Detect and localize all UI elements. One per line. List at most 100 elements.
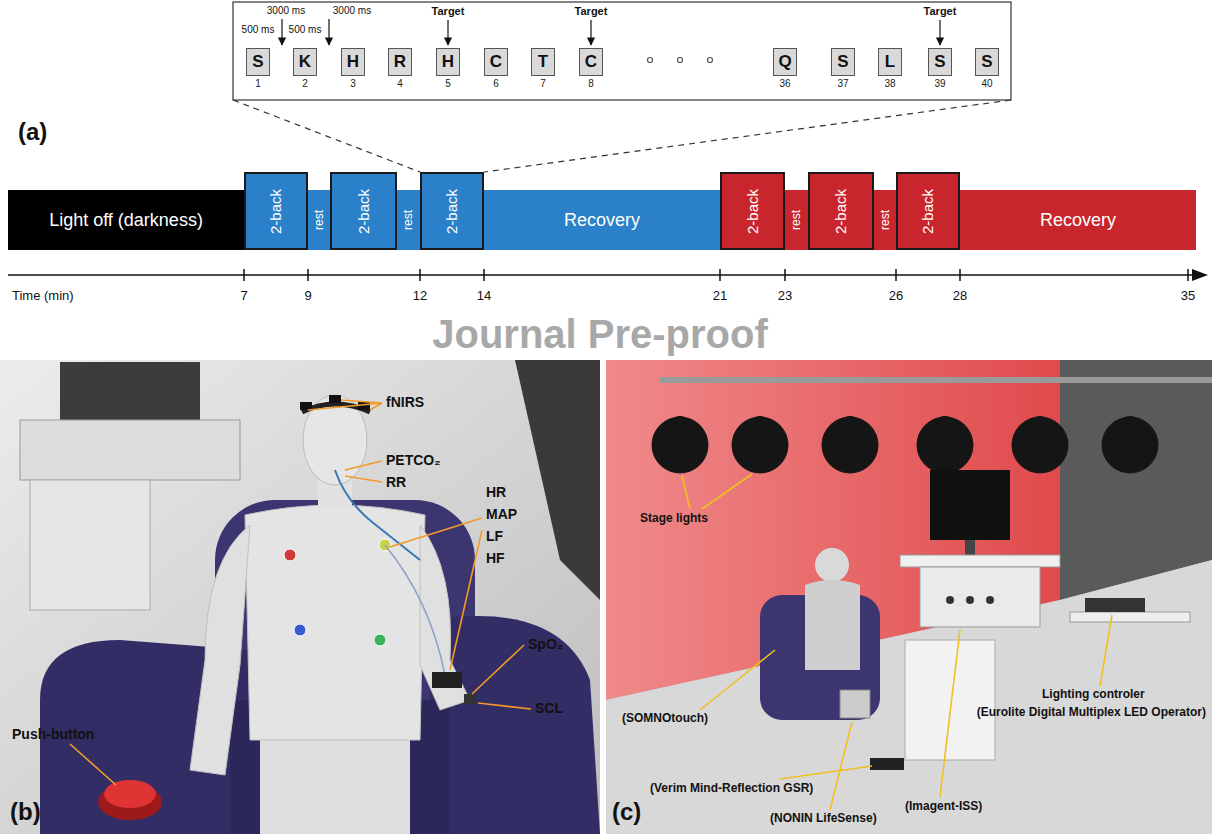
- stimulus-letter-box: C8: [579, 48, 603, 76]
- participant-illustration: [190, 525, 250, 775]
- phase-label: Recovery: [564, 210, 640, 231]
- room-illustration: [652, 417, 1158, 473]
- room-illustration: [660, 377, 1212, 383]
- stimulus-letter: R: [394, 52, 406, 72]
- device-label: Stage lights: [640, 512, 708, 526]
- room-illustration: [606, 360, 1212, 834]
- stimulus-letter-box: T7: [531, 48, 555, 76]
- device-label: Lighting controler: [1042, 688, 1145, 702]
- phase-label: Light off (darkness): [49, 210, 203, 231]
- timing-arrow: [281, 19, 282, 45]
- stimulus-letter: L: [885, 52, 895, 72]
- device-label: (Eurolite Digital Multiplex LED Operator…: [977, 706, 1206, 720]
- trial-number: 36: [779, 78, 790, 89]
- leader-line: [830, 722, 852, 810]
- tick-label: 14: [477, 289, 491, 304]
- watermark: Journal Pre-proof: [432, 314, 768, 354]
- sensor-label: LF: [486, 528, 503, 544]
- tick-label: 35: [1181, 289, 1195, 304]
- ellipsis-dots: [648, 58, 653, 63]
- leader-line: [450, 530, 482, 670]
- target-arrow: [590, 20, 591, 45]
- task-label: 2-back: [744, 188, 761, 233]
- sensor-label: RR: [386, 474, 406, 490]
- device-label: (Imagent-ISS): [905, 800, 982, 814]
- task-label: 2-back: [833, 188, 850, 233]
- tick-label: 26: [889, 289, 903, 304]
- participant-illustration: [385, 545, 445, 675]
- tick-label: 21: [713, 289, 727, 304]
- stimulus-letter: S: [252, 52, 263, 72]
- participant-illustration: [260, 735, 410, 834]
- stimulus-letter: H: [347, 52, 359, 72]
- axis-title: Time (min): [12, 289, 74, 304]
- tick-label: 7: [240, 289, 247, 304]
- trial-number: 2: [302, 78, 308, 89]
- leader-line: [682, 476, 690, 509]
- target-label: Target: [924, 5, 957, 18]
- tick-label: 28: [953, 289, 967, 304]
- ellipsis-dots: [678, 58, 683, 63]
- room-illustration: [822, 417, 878, 473]
- leader-line: [308, 403, 382, 410]
- leader-line: [1100, 615, 1112, 686]
- device-label: Push-button: [12, 726, 94, 742]
- task-label: 2-back: [268, 188, 285, 233]
- trial-number: 3: [350, 78, 356, 89]
- device-label: (NONIN LifeSense): [770, 812, 877, 826]
- participant-illustration: [0, 360, 600, 834]
- panel-letter: (a): [18, 118, 47, 146]
- target-arrow: [447, 20, 448, 45]
- participant-illustration: [20, 420, 240, 480]
- leader-line: [472, 645, 524, 694]
- inset-frame: [233, 2, 1011, 100]
- room-illustration: [606, 560, 1212, 834]
- time-axis: [1187, 269, 1189, 281]
- timing-label: 500 ms: [289, 24, 322, 36]
- participant-illustration: [432, 672, 462, 688]
- trial-number: 4: [397, 78, 403, 89]
- room-illustration: [965, 540, 975, 556]
- device-label: (SOMNOtouch): [622, 712, 708, 726]
- room-illustration: [1012, 417, 1068, 473]
- ellipsis-dots: [708, 58, 713, 63]
- task-block: 2-back: [720, 172, 785, 250]
- time-axis: [719, 269, 721, 281]
- panel-letter: (c): [612, 798, 641, 826]
- time-axis: [959, 269, 961, 281]
- tick-label: 12: [413, 289, 427, 304]
- room-illustration: [1070, 612, 1190, 622]
- stimulus-letter: S: [837, 52, 848, 72]
- stimulus-letter: S: [981, 52, 992, 72]
- trial-number: 39: [934, 78, 945, 89]
- stimulus-letter-box: L38: [878, 48, 902, 76]
- stimulus-letter-box: S39: [928, 48, 952, 76]
- tick-label: 23: [778, 289, 792, 304]
- stimulus-letter-box: C6: [484, 48, 508, 76]
- phase-band: Recovery: [484, 190, 720, 250]
- room-illustration: [986, 596, 994, 604]
- task-block: 2-back: [896, 172, 960, 250]
- participant-illustration: [104, 780, 156, 808]
- leader-line: [345, 461, 382, 470]
- stimulus-letter: T: [538, 52, 548, 72]
- participant-illustration: [358, 402, 370, 410]
- room-illustration: [1060, 360, 1212, 600]
- stimulus-letter: C: [490, 52, 502, 72]
- room-illustration: [946, 596, 954, 604]
- time-axis: [483, 269, 485, 281]
- stimulus-letter-box: S1: [246, 48, 270, 76]
- time-axis: [784, 269, 786, 281]
- task-block: 2-back: [808, 172, 874, 250]
- stimulus-letter: K: [299, 52, 311, 72]
- leader-line: [345, 476, 382, 482]
- participant-illustration: [245, 505, 425, 740]
- sensor-label: PETCO₂: [386, 452, 440, 468]
- participant-illustration: [374, 634, 386, 646]
- time-axis: [307, 269, 309, 281]
- time-axis: [243, 269, 245, 281]
- task-block: 2-back: [420, 172, 484, 250]
- room-illustration: [840, 690, 870, 718]
- time-axis: [419, 269, 421, 281]
